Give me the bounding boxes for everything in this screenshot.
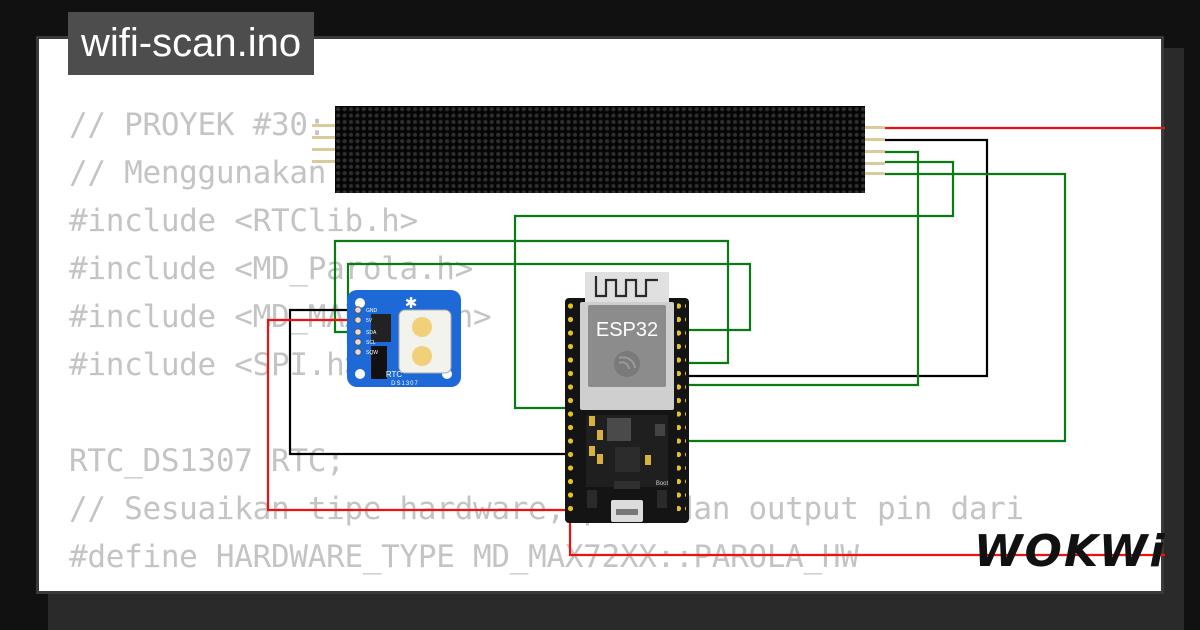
code-line: #include <RTClib.h> <box>69 203 418 239</box>
rtc-pin-label: GND <box>366 308 378 314</box>
wire-gnd-matrix <box>680 138 989 378</box>
wires <box>266 126 1165 557</box>
wire-cs <box>513 160 955 410</box>
rtc-pin-label: SDA <box>366 330 377 336</box>
wire-clk <box>680 172 1067 443</box>
boot-label: Boot <box>656 481 669 487</box>
star-logo-icon: ✱ <box>405 295 418 312</box>
code-line: // PROYEK #30: <box>69 107 345 143</box>
wire-5v-board <box>568 510 1165 557</box>
wire-sda <box>333 239 730 365</box>
esp32-board[interactable] <box>565 272 689 523</box>
code-line: // Menggunakan <box>69 155 327 191</box>
rtc-pin-label: SCL <box>366 340 376 346</box>
page-title: wifi-scan.ino <box>68 12 315 75</box>
rtc-pin-label: SQW <box>366 350 378 356</box>
rtc-model-label: DS1307 <box>391 381 419 387</box>
wokwi-logo: WOKWi <box>974 526 1167 577</box>
code-line: #define HARDWARE_TYPE MD_MAX72XX::PAROLA… <box>69 539 859 575</box>
rtc-label: RTC <box>386 370 403 379</box>
led-matrix[interactable] <box>312 106 885 193</box>
wire-gnd-rtc <box>288 308 574 456</box>
code-line: #define MAX_DEVICES 8 // Jumlah modul do… <box>69 581 1024 591</box>
code-line: #include <SPI.h> <box>69 347 363 383</box>
wire-5v <box>266 318 574 512</box>
code-line: #include <MD_Parola.h> <box>69 251 473 287</box>
rtc-pin-label: 5V <box>366 318 373 324</box>
wire-din <box>680 150 920 387</box>
code-line: RTC_DS1307 RTC; <box>69 443 345 479</box>
rtc-module[interactable]: ✱ <box>347 290 461 387</box>
esp32-label: ESP32 <box>596 319 658 341</box>
